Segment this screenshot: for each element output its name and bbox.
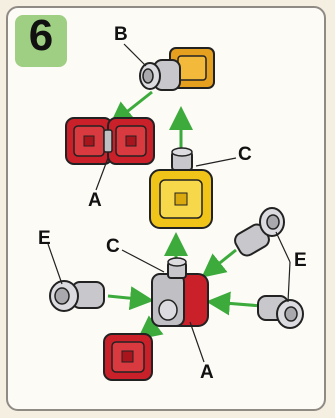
arrow-e-left <box>107 286 154 311</box>
step-badge <box>15 15 67 67</box>
step-number: 6 <box>28 11 54 60</box>
callout-e-right: E <box>294 250 307 271</box>
callout-e-left: E <box>38 228 51 249</box>
arrow-e-lower-right <box>206 291 263 316</box>
grey-axle-connector-upper-right <box>234 207 285 257</box>
callout-a-upper: A <box>88 190 102 211</box>
callout-b: B <box>114 24 128 45</box>
callout-leader-lines <box>47 43 291 363</box>
callout-a-lower: A <box>200 362 214 383</box>
arrow-e-upper-right <box>201 248 237 278</box>
grey-axle-connector-left <box>49 280 105 312</box>
red-double-block <box>65 117 155 165</box>
callout-c-upper: C <box>238 144 252 165</box>
callout-c-lower: C <box>106 236 120 257</box>
orange-connector-block <box>139 47 215 91</box>
yellow-hub-block <box>149 147 213 229</box>
grey-red-hub-block <box>151 257 209 327</box>
red-single-block <box>103 333 153 381</box>
grey-axle-connector-lower-right <box>257 295 304 329</box>
